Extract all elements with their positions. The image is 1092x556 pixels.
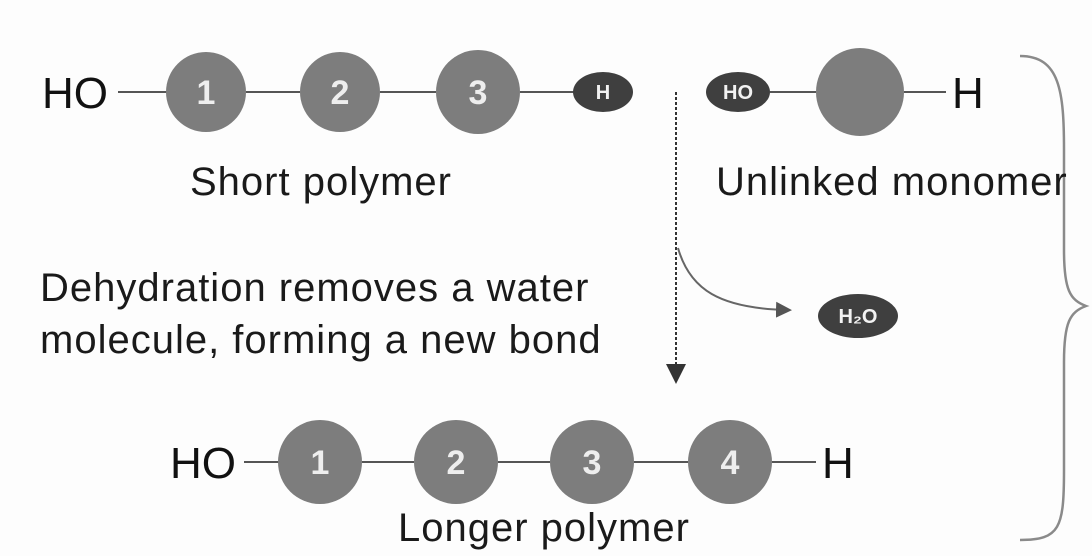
hydrogen-end-group [573,72,633,112]
monomer-label: 2 [331,74,350,112]
monomer-bead [278,420,362,504]
unlinked-monomer-caption: Unlinked monomer [716,160,1068,204]
water-release-arrow [677,247,792,318]
short-polymer-caption: Short polymer [190,160,452,204]
water-molecule-label: H₂O [839,306,878,328]
curly-brace [1019,54,1090,542]
hydrogen-end-label: H [596,82,610,104]
short-polymer: HO 1 2 3 H [42,50,633,134]
unlinked-monomer-right-end: H [952,69,984,118]
dehydration-description-line-2: molecule, forming a new bond [40,318,602,362]
monomer-bead [300,52,380,132]
monomer-bead [436,50,520,134]
monomer-label: 4 [721,444,740,482]
longer-polymer: HO 1 2 3 4 H [170,420,854,504]
monomer-bead [550,420,634,504]
longer-polymer-left-end: HO [170,439,236,488]
water-molecule-oval [818,294,898,338]
water-molecule: H₂O [818,294,898,338]
hydroxyl-end-label: HO [723,82,753,104]
monomer-label: 1 [197,74,216,112]
short-polymer-left-end: HO [42,69,108,118]
monomer-bead [816,48,904,136]
monomer-bead [414,420,498,504]
unlinked-monomer: HO H [706,48,984,136]
monomer-bead [166,52,246,132]
monomer-label: 1 [311,444,330,482]
dehydration-description-line-1: Dehydration removes a water [40,266,590,310]
monomer-bead [688,420,772,504]
monomer-label: 2 [447,444,466,482]
longer-polymer-right-end: H [822,439,854,488]
longer-polymer-caption: Longer polymer [398,506,690,550]
hydroxyl-end-group [706,72,770,112]
monomer-label: 3 [583,444,602,482]
monomer-label: 3 [469,74,488,112]
